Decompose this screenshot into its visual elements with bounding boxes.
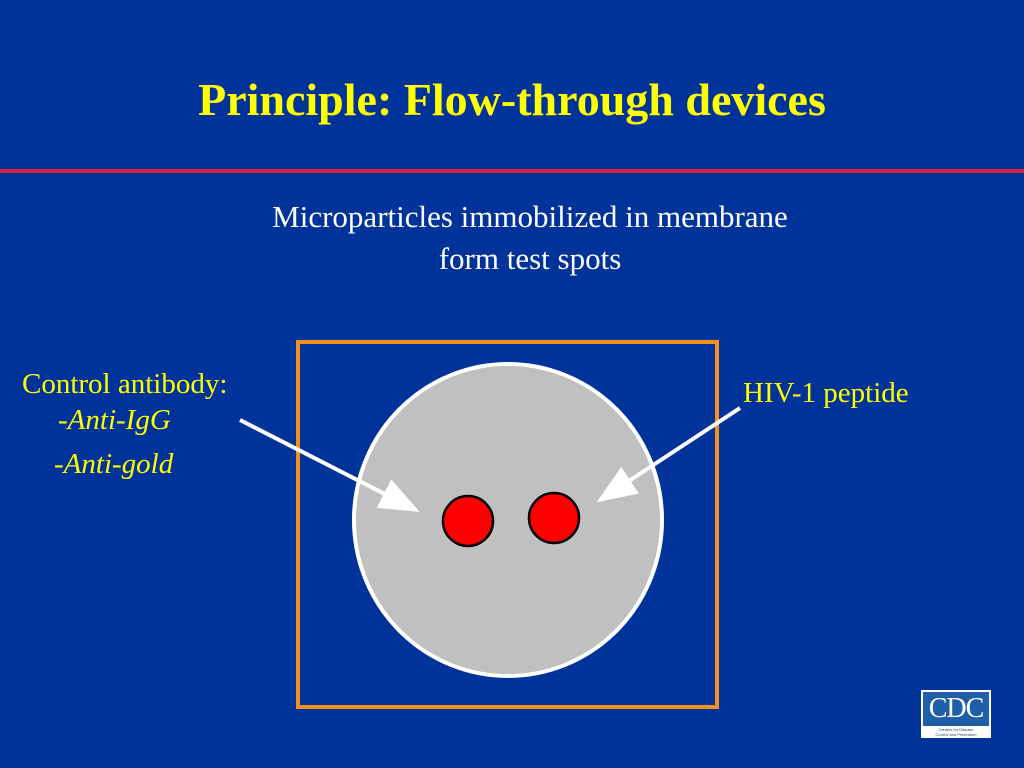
device-frame: [296, 340, 719, 709]
cdc-logo-subline-1: Centers for Disease: [938, 727, 974, 732]
anti-igg-label: -Anti-IgG: [58, 402, 171, 438]
anti-igg-dash: -: [58, 404, 68, 436]
peptide-arrow: [596, 406, 742, 503]
cdc-logo-text: CDC: [923, 692, 989, 726]
cdc-logo: CDC Centers for Disease Control and Prev…: [921, 690, 991, 738]
subtitle-line-2: form test spots: [438, 241, 622, 276]
hiv-peptide-label: HIV-1 peptide: [743, 377, 909, 409]
anti-gold-text: Anti-gold: [63, 448, 174, 480]
cdc-logo-subline-2: Control and Prevention: [935, 732, 977, 737]
control-spot: [441, 494, 495, 548]
slide-title: Principle: Flow-through devices: [198, 74, 826, 125]
slide-subtitle: Microparticles immobilized in membrane f…: [160, 196, 900, 280]
control-antibody-label: Control antibody:: [22, 368, 228, 400]
anti-gold-label: -Anti-gold: [54, 446, 173, 482]
cdc-logo-subtext: Centers for Disease Control and Preventi…: [923, 727, 989, 737]
test-spot: [527, 491, 581, 545]
anti-igg-text: Anti-IgG: [67, 404, 171, 436]
subtitle-line-1: Microparticles immobilized in membrane: [272, 199, 788, 234]
control-arrow: [239, 418, 420, 512]
title-divider: [0, 169, 1024, 173]
anti-gold-dash: -: [54, 448, 64, 480]
membrane-disc: [352, 362, 664, 678]
